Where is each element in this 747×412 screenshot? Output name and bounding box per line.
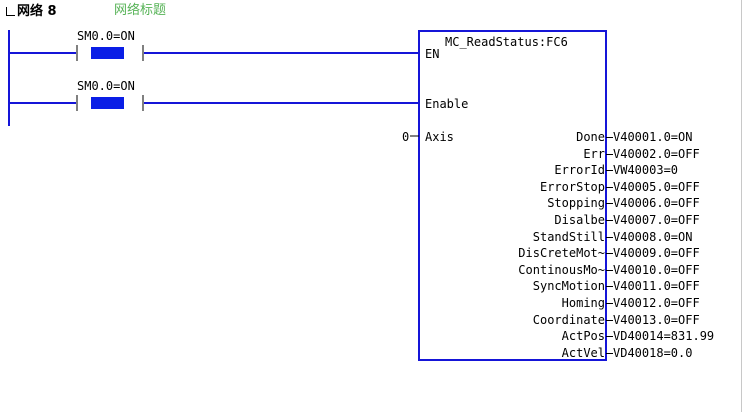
output-pin-value[interactable]: VD40018=0.0 — [613, 345, 693, 360]
output-pin-name: DisCreteMot~ — [518, 246, 605, 261]
output-pin-value[interactable]: V40001.0=ON — [613, 130, 693, 144]
pin-enable-label: Enable — [425, 97, 469, 111]
output-pin-name: Coordinate — [532, 312, 605, 327]
output-pin-value[interactable]: V40006.0=OFF — [613, 196, 700, 211]
collapse-icon[interactable] — [6, 7, 15, 16]
output-pin-name: Stopping — [547, 196, 605, 211]
scroll-area-edge — [741, 0, 742, 412]
output-pin-value[interactable]: V40011.0=OFF — [613, 279, 700, 294]
output-pin-value[interactable]: V40002.0=OFF — [613, 146, 700, 161]
output-pin-name: Disalbe — [554, 213, 605, 227]
output-pin-value[interactable]: V40010.0=OFF — [613, 262, 700, 277]
output-pin-name: Err — [583, 146, 605, 161]
network-title[interactable]: 网络标题 — [114, 3, 167, 18]
contact-1-label[interactable]: SM0.0=ON — [77, 29, 135, 43]
output-pin-name: ContinousMo~ — [518, 262, 605, 277]
contact-1-active-indicator — [91, 47, 124, 59]
output-pin-value[interactable]: V40009.0=OFF — [613, 246, 700, 261]
output-pin-value[interactable]: V40008.0=ON — [613, 229, 693, 244]
contact-2-label[interactable]: SM0.0=ON — [77, 79, 135, 93]
network-header: 网络 8 网络标题 — [0, 0, 747, 26]
output-pin-name: ActVel — [561, 345, 605, 360]
function-block-box — [418, 30, 607, 361]
output-pin-name: Done — [576, 130, 605, 144]
output-stubs — [606, 137, 613, 354]
contact-2-active-indicator — [91, 97, 124, 109]
output-pin-name: StandStill — [532, 229, 605, 244]
output-pin-value[interactable]: V40007.0=OFF — [613, 213, 700, 227]
output-pin-name: ErrorId — [554, 163, 605, 178]
output-pin-value[interactable]: V40013.0=OFF — [613, 312, 700, 327]
pin-axis-label: Axis — [425, 130, 454, 144]
network-number-label: 网络 8 — [17, 4, 57, 19]
output-pin-name: Homing — [561, 296, 605, 310]
function-block-title[interactable]: MC_ReadStatus:FC6 — [445, 35, 568, 49]
output-pin-name: ActPos — [561, 329, 605, 344]
output-pin-value[interactable]: VD40014=831.99 — [613, 329, 715, 344]
output-pin-name: ErrorStop — [539, 179, 605, 194]
output-pin-name: SyncMotion — [532, 279, 605, 294]
output-pin-value[interactable]: V40012.0=OFF — [613, 296, 700, 310]
output-pin-value[interactable]: V40005.0=OFF — [613, 179, 700, 194]
output-pin-value[interactable]: VW40003=0 — [613, 163, 679, 178]
pin-en-label: EN — [425, 47, 440, 61]
pin-axis-value[interactable]: 0 — [402, 130, 410, 144]
